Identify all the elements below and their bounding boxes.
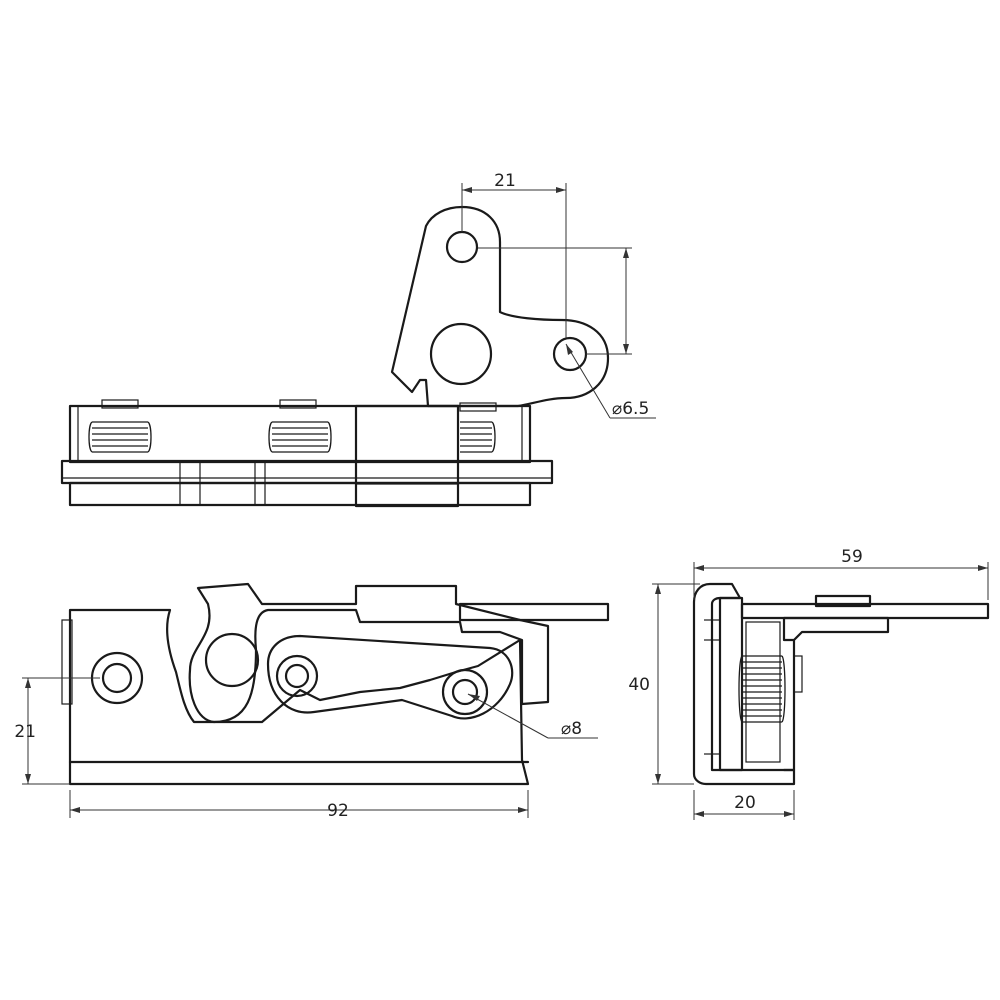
dim-top-vertical	[478, 247, 632, 355]
top-lever-pivot-boss	[429, 322, 493, 386]
front-mount-hole-right	[451, 678, 479, 706]
side-angle-bracket	[782, 616, 890, 772]
top-lever-hole-upper	[445, 230, 479, 264]
front-mount-hole-left	[101, 662, 133, 694]
dim-side-depth	[693, 790, 795, 820]
top-spring-right	[460, 421, 496, 453]
side-inner-wall	[718, 596, 744, 772]
front-view	[22, 582, 610, 818]
top-view	[60, 183, 656, 508]
side-top-cap	[814, 594, 872, 608]
front-strike-plate	[458, 602, 610, 622]
leader-dia-6-5	[565, 343, 656, 419]
leader-dia-8	[467, 693, 598, 739]
label-dim-21-top: 21	[494, 171, 516, 191]
top-spring-cap-3	[459, 402, 497, 412]
front-pawl-plate	[266, 634, 514, 720]
front-pivot-boss	[275, 654, 319, 698]
top-center-block	[354, 404, 460, 508]
label-dim-40: 40	[628, 675, 650, 695]
top-spring-left	[88, 421, 152, 453]
side-bracket-outer	[692, 582, 796, 786]
label-dia-6-5: ⌀6.5	[612, 399, 649, 419]
top-spring-cap-1	[101, 399, 139, 409]
label-dim-92: 92	[327, 801, 349, 821]
dim-side-width	[693, 562, 989, 600]
dim-front-width	[69, 790, 529, 818]
top-housing-lower	[68, 481, 532, 507]
top-lever-hole-right	[552, 336, 588, 372]
dim-side-height	[652, 583, 700, 785]
dim-top-width	[461, 183, 567, 338]
side-spring	[738, 655, 786, 723]
label-dim-20: 20	[734, 793, 756, 813]
label-dim-59: 59	[841, 547, 863, 567]
top-base-flange	[60, 459, 554, 485]
top-spring-cap-2	[279, 399, 317, 409]
label-dim-21-front: 21	[14, 722, 36, 742]
label-dia-8: ⌀8	[561, 719, 582, 739]
dim-front-height	[22, 677, 100, 785]
front-mount-boss-right	[441, 668, 489, 716]
front-claw-notch	[204, 632, 260, 688]
top-spring-middle	[268, 421, 332, 453]
front-pivot-hole	[284, 663, 310, 689]
side-view	[652, 562, 990, 820]
top-lever-arm	[390, 205, 610, 408]
front-rotary-claw	[188, 582, 550, 724]
